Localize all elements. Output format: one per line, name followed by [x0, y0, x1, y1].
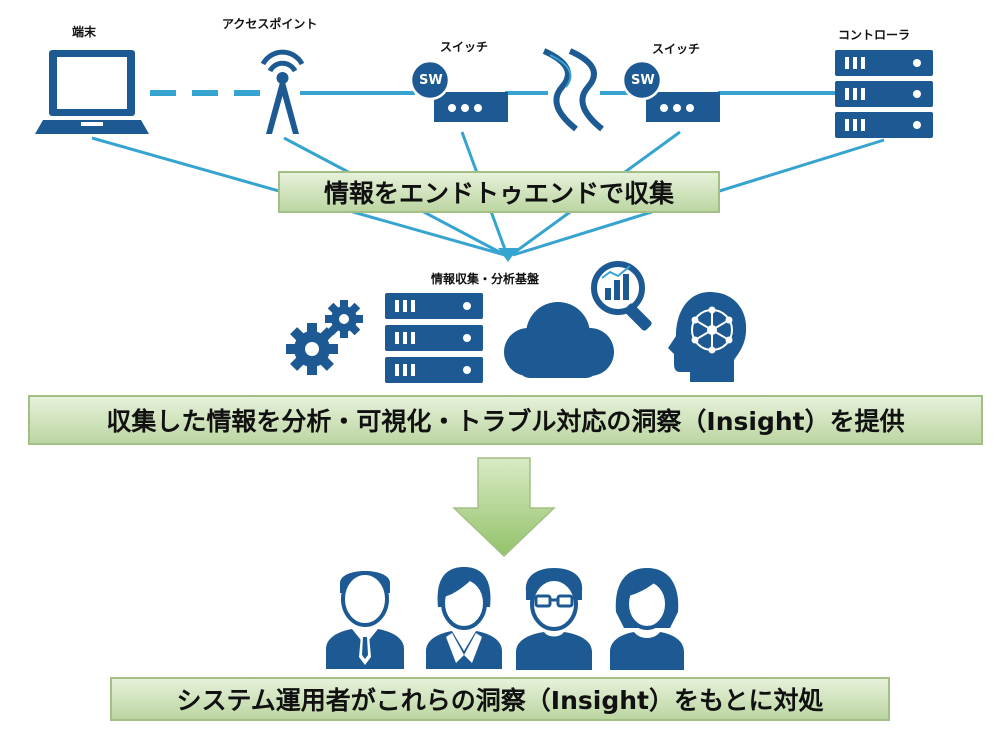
- collect-banner: 情報をエンドトゥエンドで収集: [278, 171, 720, 213]
- switch-badge: SW: [419, 73, 443, 88]
- ai-head-icon: [668, 292, 747, 382]
- operator-woman-2-icon: [610, 568, 684, 670]
- flow-down-arrow: [452, 457, 556, 558]
- operator-glasses-icon: [516, 568, 592, 670]
- operator-man-icon: [326, 571, 404, 669]
- access-point-label: アクセスポイント: [222, 17, 318, 31]
- laptop-icon: [35, 50, 149, 134]
- access-point-icon: [260, 49, 305, 134]
- switch-badge: SW: [631, 73, 655, 88]
- server-rack-icon: [385, 293, 483, 383]
- insight-banner: 収集した情報を分析・可視化・トラブル対応の洞察（Insight）を提供: [28, 395, 983, 445]
- terminal-label: 端末: [72, 25, 97, 39]
- analytics-magnifier-icon: [591, 261, 652, 331]
- collection-arrowhead: [498, 248, 518, 262]
- controller-label: コントローラ: [838, 28, 911, 42]
- switch-icon: [622, 59, 720, 122]
- cloud-icon: [504, 302, 614, 378]
- platform-label: 情報収集・分析基盤: [431, 272, 540, 286]
- wan-icon: [542, 48, 604, 132]
- switch-1-label: スイッチ: [440, 40, 489, 54]
- switch-2-label: スイッチ: [652, 42, 701, 56]
- operator-woman-icon: [426, 567, 502, 669]
- operators-banner: システム運用者がこれらの洞察（Insight）をもとに対処: [110, 677, 890, 721]
- server-rack-icon: [835, 50, 933, 138]
- switch-icon: [410, 59, 508, 122]
- gears-icon: [286, 300, 363, 375]
